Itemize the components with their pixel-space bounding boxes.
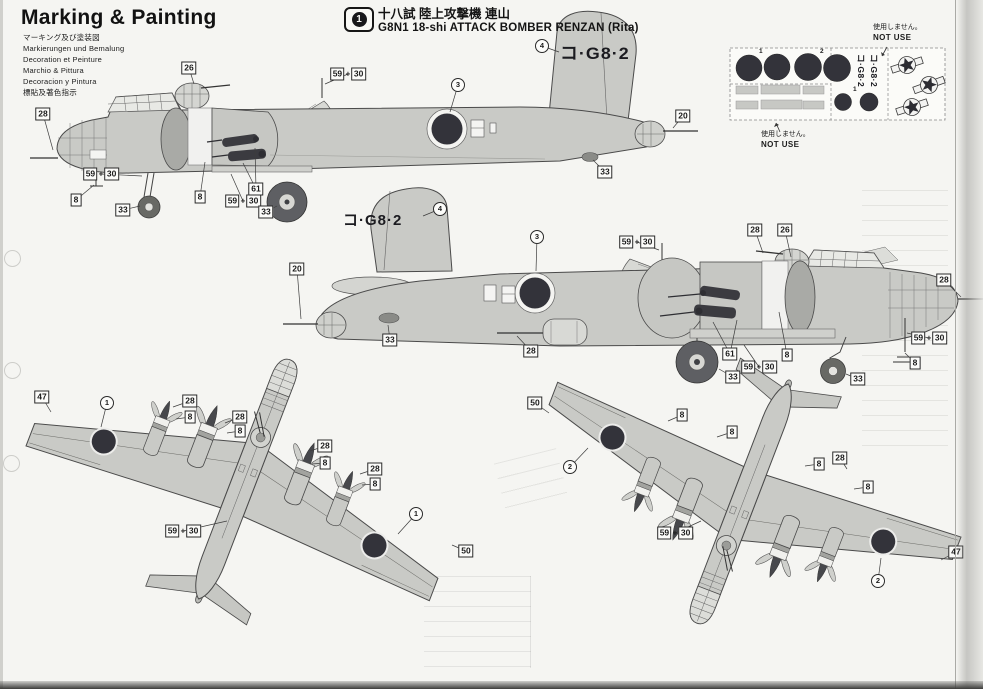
tail-code-side-view-2: コ·G8·2 <box>343 212 403 229</box>
fuselage-window <box>501 285 516 304</box>
main-landing-gear <box>266 181 308 223</box>
fuselage-window <box>470 119 485 138</box>
decal-number-label: 2 <box>820 48 824 55</box>
bomb-bay-door <box>211 165 313 173</box>
subtitle-french: Decoration et Peinture <box>23 55 103 64</box>
hinomaru-decal <box>794 53 822 81</box>
aircraft-side-view-facing-left <box>30 10 698 223</box>
hinomaru-decal-small <box>859 92 879 112</box>
scan-edge-left <box>0 0 3 689</box>
nose-panel <box>89 149 107 160</box>
cockpit-canopy <box>107 92 181 113</box>
aircraft-side-view-facing-right <box>283 187 983 384</box>
defensive-guns <box>206 134 267 162</box>
hinomaru-decal <box>823 54 851 82</box>
subtitle-chinese: 標貼及著色指示 <box>23 88 77 97</box>
defensive-guns <box>659 285 740 319</box>
subtitle-japanese: マーキング及び塗装図 <box>23 33 100 42</box>
not-use-japanese: 使用しません。 <box>761 131 810 138</box>
scan-edge-bottom <box>0 681 983 689</box>
tail-code-decal-2: コ·G8·2 <box>869 54 879 88</box>
subtitle-spanish: Decoracion y Pintura <box>23 77 97 86</box>
main-landing-gear <box>675 338 719 384</box>
not-use-english: NOT USE <box>873 32 912 42</box>
fuselage-window <box>483 284 497 302</box>
page-title: Marking & Painting <box>21 6 217 29</box>
fuselage-hinomaru <box>514 272 556 314</box>
hinomaru-decal <box>735 54 763 82</box>
marking-option-number: 1 <box>351 12 367 27</box>
tail-code-decal-1: コ·G8·2 <box>856 54 866 88</box>
cockpit-canopy <box>803 249 885 269</box>
not-use-note-top: 使用しません。 NOT USE <box>873 24 922 42</box>
kit-title-english: G8N1 18-shi ATTACK BOMBER RENZAN (Rita) <box>378 22 639 34</box>
decal-number-label: 1 <box>759 48 763 55</box>
subtitle-german: Markierungen und Bemalung <box>23 44 125 53</box>
nose-landing-gear <box>137 172 161 219</box>
subtitle-italian: Marchio & Pittura <box>23 66 84 75</box>
decal-sheet <box>729 46 948 133</box>
waist-gun-blister <box>497 318 588 346</box>
not-use-english: NOT USE <box>761 139 800 149</box>
bomb-bay-door <box>689 328 836 339</box>
tail-code-side-view-1: コ·G8·2 <box>560 44 630 63</box>
page-edge-right <box>955 0 983 689</box>
hinomaru-decal-small <box>834 93 852 111</box>
fuselage-hinomaru <box>426 108 468 150</box>
engine-nacelle <box>637 257 816 339</box>
kit-title-japanese: 十八試 陸上攻撃機 連山 <box>378 7 510 21</box>
not-use-japanese: 使用しません。 <box>873 24 922 31</box>
tail-gun-position <box>634 120 698 148</box>
nose-landing-gear <box>820 336 847 384</box>
not-use-note-bottom: 使用しません。 NOT USE <box>761 131 810 149</box>
fuselage-window <box>489 122 497 134</box>
decal-number-label: 1 <box>853 86 857 93</box>
hinomaru-decal <box>763 53 791 81</box>
tail-bumper <box>378 312 400 324</box>
dorsal-turret <box>174 82 231 110</box>
walkway-decals-not-used <box>735 84 825 110</box>
marking-option-badge: 1 <box>344 7 374 32</box>
tail-bumper <box>581 152 599 162</box>
tail-gun-position <box>283 311 347 339</box>
